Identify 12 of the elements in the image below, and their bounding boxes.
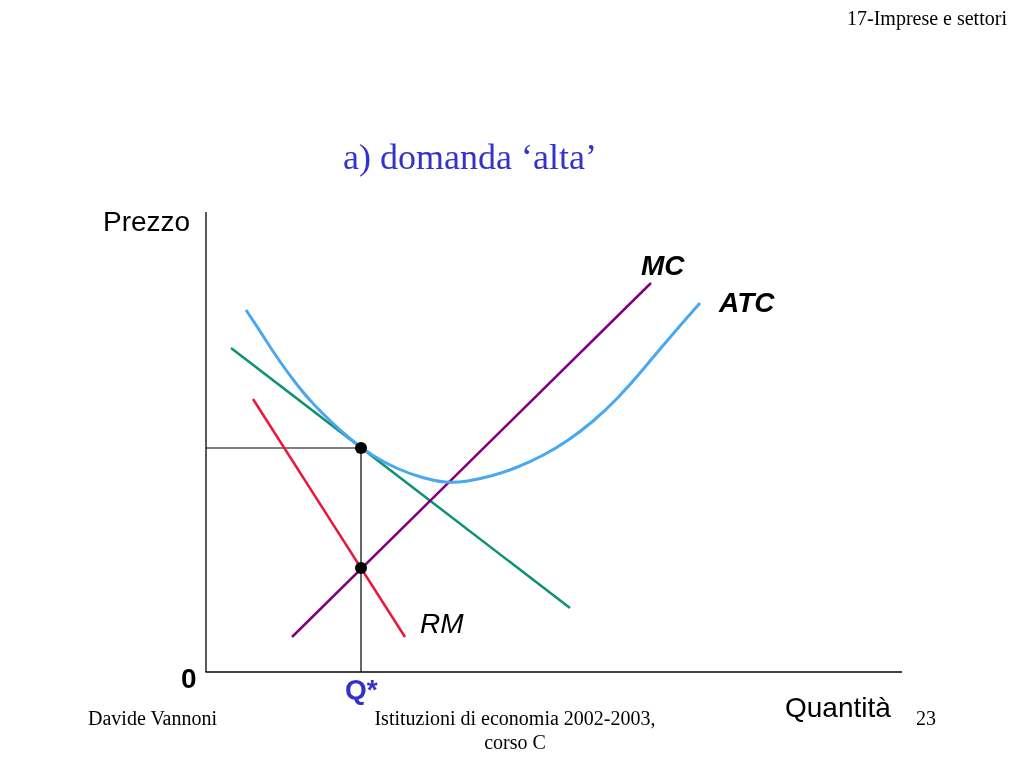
y-axis-label: Prezzo xyxy=(103,207,191,238)
axis-tick-label: Q* xyxy=(345,675,378,706)
footer-course: Istituzioni di economia 2002-2003, corso C xyxy=(373,706,657,754)
curve-label: MC xyxy=(641,251,685,282)
origin-label: 0 xyxy=(181,664,197,695)
slide-title: a) domanda ‘alta’ xyxy=(343,136,597,179)
x-axis-label: Quantità xyxy=(785,693,891,724)
curve-label: ATC xyxy=(719,288,775,319)
curve-label: RM xyxy=(420,609,464,640)
slide-header: 17-Imprese e settori xyxy=(847,6,1007,30)
footer-author: Davide Vannoni xyxy=(88,706,218,730)
page-number: 23 xyxy=(916,706,936,730)
